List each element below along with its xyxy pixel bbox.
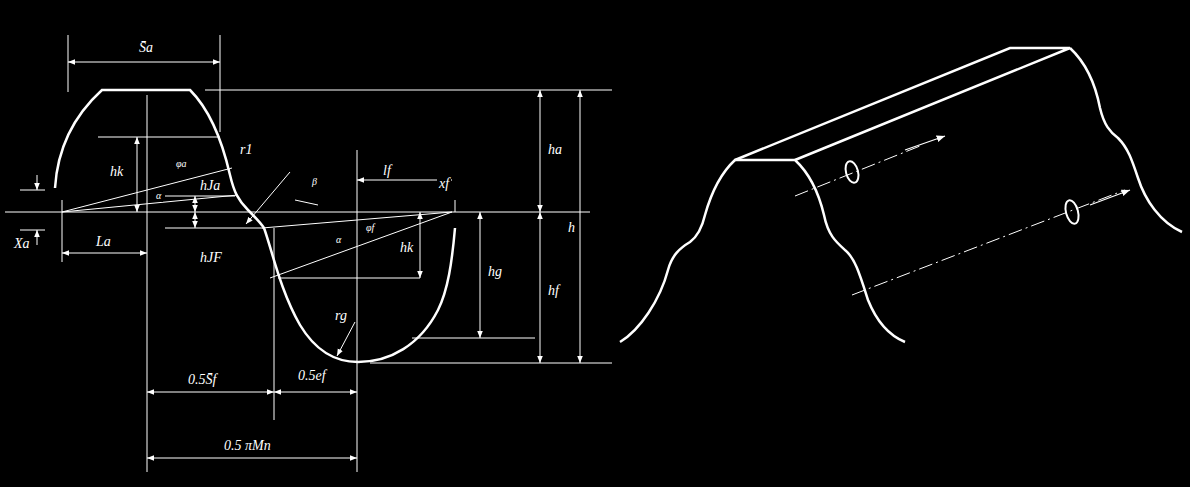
dimension-label: φf: [364, 222, 376, 234]
dimension-label: φa: [174, 158, 189, 170]
dimension-label: h: [566, 220, 577, 236]
dimension-label: lf: [381, 163, 393, 179]
dimension-label: S̄a: [137, 40, 155, 56]
dimension-label: α: [334, 234, 343, 246]
dimension-label: 0.5S̄f: [186, 372, 218, 388]
dimension-label: hk: [108, 164, 125, 180]
dimension-label: xf: [437, 176, 451, 192]
dimension-label: La: [94, 234, 113, 250]
dimension-label: hg: [486, 264, 504, 280]
dimension-label: α: [154, 190, 163, 202]
dimension-label: β: [310, 176, 319, 188]
dimension-label: 0.5 πMn: [222, 438, 273, 454]
dimension-label: r1: [238, 142, 254, 158]
dimension-label: hJa: [198, 178, 222, 194]
dimension-label: ha: [546, 142, 564, 158]
dimension-label: hf: [546, 283, 561, 299]
dimension-label: Xa: [12, 236, 32, 252]
dimension-label: hJF: [198, 250, 224, 266]
dimension-label: hk: [398, 240, 415, 256]
dimension-label: 0.5ef: [296, 368, 328, 384]
dimension-label: rg: [333, 308, 349, 324]
